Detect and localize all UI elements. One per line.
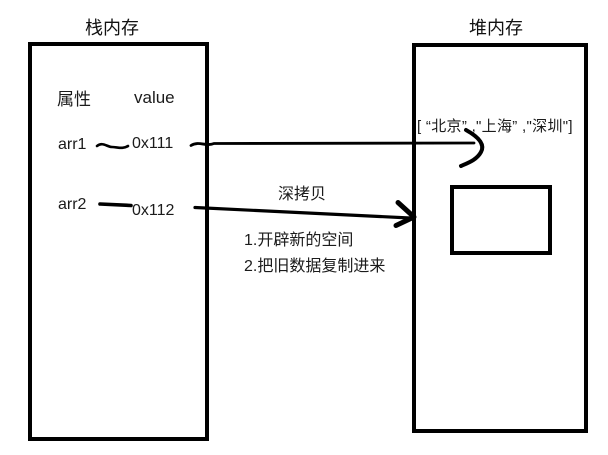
arrow-arr2-to-heap-line xyxy=(193,205,412,220)
heap-array-literal: [ “北京” ,"上海” ,"深圳"] xyxy=(417,118,573,135)
heap-new-space-rect xyxy=(450,185,552,255)
stack-memory-box xyxy=(28,42,209,441)
heap-memory-box xyxy=(412,43,588,433)
stack-row-arr2-value: 0x112 xyxy=(132,202,175,219)
heap-memory-title: 堆内存 xyxy=(469,18,523,38)
stack-column-attr: 属性 xyxy=(57,90,91,109)
stack-row-arr1-name: arr1 xyxy=(58,136,87,153)
stack-memory-title: 栈内存 xyxy=(85,18,139,38)
stack-column-value: value xyxy=(134,88,175,107)
deep-copy-note-1: 1.开辟新的空间 xyxy=(244,232,354,249)
stack-row-arr2-name: arr2 xyxy=(58,196,87,213)
deep-copy-label: 深拷贝 xyxy=(278,186,327,203)
deep-copy-note-2: 2.把旧数据复制进来 xyxy=(244,258,386,275)
stack-row-arr1-value: 0x111 xyxy=(132,135,174,152)
